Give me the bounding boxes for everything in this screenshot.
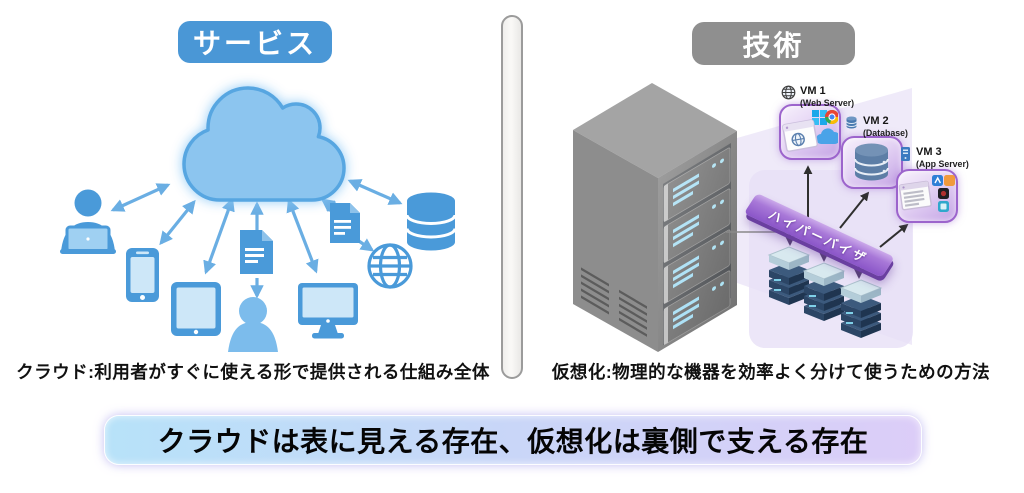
vm1-label: VM 1 (Web Server) <box>781 85 854 108</box>
vm1-box <box>779 104 841 160</box>
center-divider <box>501 15 523 379</box>
summary-banner-text: クラウドは表に見える存在、仮想化は裏側で支える存在 <box>157 426 869 457</box>
vm2-box <box>841 136 903 189</box>
database-cylinder-icon <box>854 143 889 181</box>
vm2-content <box>854 143 889 181</box>
vm2-name: VM 2 <box>863 115 889 127</box>
rack-vents <box>581 267 647 337</box>
vm3-role: (App Server) <box>916 158 969 169</box>
connection-arrows <box>110 179 403 299</box>
database-small-icon <box>846 116 857 129</box>
document-icon-2 <box>330 203 360 243</box>
vm1-role: (Web Server) <box>800 97 855 108</box>
chrome-logo-icon <box>825 110 839 124</box>
vm1-content <box>782 110 841 152</box>
vm3-name: VM 3 <box>916 146 942 158</box>
hypervisor-to-vm-arrows <box>803 165 909 248</box>
user-laptop-icon <box>60 189 116 254</box>
technology-badge: 技術 <box>692 22 855 65</box>
app-window-icon <box>898 180 932 211</box>
database-icon <box>405 192 457 251</box>
cloud-small-icon <box>816 128 841 144</box>
document-icon <box>240 230 273 274</box>
cloud-service-illustration <box>60 86 457 352</box>
monitor-icon <box>298 283 358 339</box>
user-icon <box>228 297 278 352</box>
cloud-caption: クラウド:利用者がすぐに使える形で提供される仕組み全体 <box>16 362 490 382</box>
tablet-icon <box>171 282 221 336</box>
globe-icon <box>367 243 413 289</box>
app-icons-grid <box>932 175 955 212</box>
vm1-name: VM 1 <box>800 85 826 97</box>
cloud-icon <box>182 86 346 202</box>
server-rack-icon <box>573 83 737 352</box>
server-small-icon <box>901 147 910 161</box>
vm3-box <box>896 169 958 223</box>
globe-small-icon <box>781 85 796 100</box>
service-badge: サービス <box>178 21 332 63</box>
browser-window-icon <box>782 119 819 152</box>
vm2-role: (Database) <box>863 127 908 138</box>
server-stack-icon-3 <box>839 279 883 338</box>
vm2-label: VM 2 (Database) <box>844 115 908 138</box>
virtualization-caption: 仮想化:物理的な機器を効率よく分けて使うための方法 <box>551 362 991 382</box>
summary-banner: クラウドは表に見える存在、仮想化は裏側で支える存在 <box>104 415 922 465</box>
server-stack-icon-2 <box>802 262 846 321</box>
smartphone-icon <box>126 248 159 302</box>
server-stack-icon-1 <box>767 246 811 305</box>
vm3-content <box>898 175 955 212</box>
windows-logo-icon <box>812 110 827 125</box>
vm3-label: VM 3 (App Server) <box>899 146 969 169</box>
